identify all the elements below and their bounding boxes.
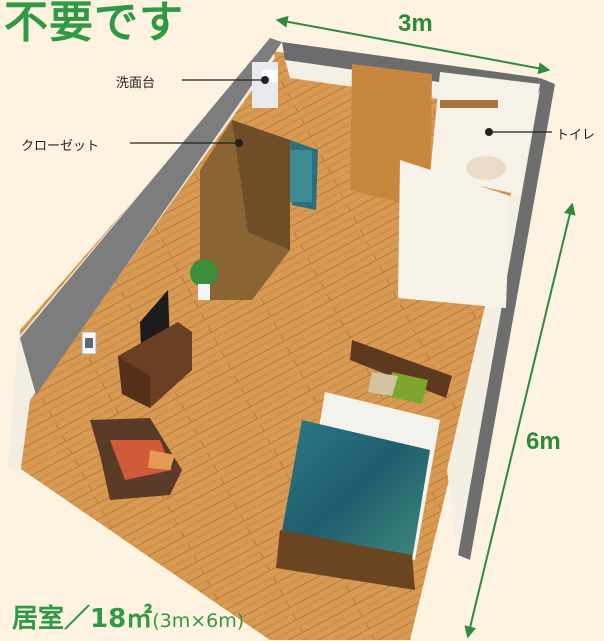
room-caption-sub: (3m×6m) — [152, 610, 245, 632]
depth-label: 6m — [526, 428, 561, 455]
room-caption: 居室／18㎡(3m×6m) — [12, 598, 244, 635]
width-label: 3m — [398, 10, 433, 37]
closet-label: クローゼット — [21, 139, 100, 154]
room-caption-main: 居室／18㎡ — [12, 604, 153, 634]
toilet — [466, 156, 506, 180]
plant — [190, 259, 218, 287]
washbasin — [252, 62, 278, 108]
washbasin-label: 洗面台 — [116, 76, 156, 91]
toilet-label: トイレ — [556, 128, 596, 143]
depth-arrow — [464, 202, 576, 639]
heading: 不要です — [4, 0, 184, 48]
width-arrow — [275, 15, 551, 75]
